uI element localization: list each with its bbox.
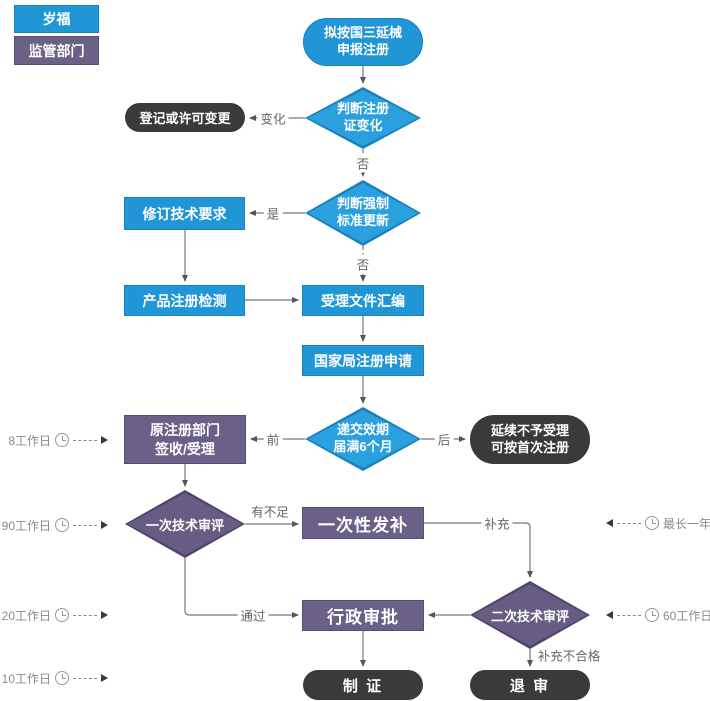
edge-label-supplement: 补充 bbox=[481, 513, 513, 533]
arrow-right-icon bbox=[101, 611, 108, 619]
clock-icon bbox=[55, 518, 69, 532]
clock-icon bbox=[645, 608, 659, 622]
arrow-left-icon bbox=[606, 519, 613, 527]
legend-applicant: 岁福 bbox=[14, 5, 99, 33]
node-product-test: 产品注册检测 bbox=[124, 285, 245, 316]
time-annotation-max-one-year: 最长一年 bbox=[606, 514, 710, 532]
clock-icon bbox=[55, 608, 69, 622]
time-label-60days: 60工作日 bbox=[663, 608, 710, 623]
dashed-line bbox=[73, 439, 97, 441]
arrow-right-icon bbox=[101, 436, 108, 444]
node-approval: 行政审批 bbox=[302, 600, 424, 631]
node-reject: 延续不予受理 可按首次注册 bbox=[470, 415, 590, 464]
node-certify: 制 证 bbox=[303, 670, 423, 700]
edge-label-before: 前 bbox=[263, 429, 283, 449]
node-check-cert-change-label: 判断注册 证变化 bbox=[336, 101, 389, 133]
node-retreat: 退 审 bbox=[470, 670, 590, 700]
node-review1-label: 一次技术审评 bbox=[145, 517, 224, 533]
dashed-line bbox=[617, 614, 641, 616]
node-deadline-check-label: 递交效期 届满6个月 bbox=[333, 422, 393, 454]
time-label-8days: 8工作日 bbox=[8, 433, 51, 448]
arrow-right-icon bbox=[101, 674, 108, 682]
time-label-20days: 20工作日 bbox=[1, 608, 51, 623]
node-accept: 原注册部门 签收/受理 bbox=[124, 415, 246, 464]
node-nmpa-apply: 国家局注册申请 bbox=[302, 345, 424, 376]
node-dossier: 受理文件汇编 bbox=[302, 285, 424, 316]
legend-regulator: 监管部门 bbox=[14, 36, 99, 65]
node-review2-label: 二次技术审评 bbox=[490, 608, 569, 624]
legend-applicant-label: 岁福 bbox=[42, 11, 71, 27]
edge-label-changed: 变化 bbox=[257, 108, 289, 128]
node-revise-tech: 修订技术要求 bbox=[124, 197, 245, 230]
clock-icon bbox=[55, 671, 69, 685]
edge-label-pass: 通过 bbox=[237, 605, 269, 625]
edge-supplement-to-review2 bbox=[424, 522, 533, 578]
node-check-cert-change: 判断注册 证变化 bbox=[305, 87, 421, 149]
node-check-standard-update-label: 判断强制 标准更新 bbox=[336, 196, 389, 228]
dashed-line bbox=[73, 524, 97, 526]
node-deadline-check: 递交效期 届满6个月 bbox=[305, 407, 421, 471]
edge-label-after: 后 bbox=[434, 429, 454, 449]
node-supplement: 一次性发补 bbox=[302, 507, 424, 539]
time-label-10days: 10工作日 bbox=[1, 671, 51, 686]
node-check-standard-update: 判断强制 标准更新 bbox=[305, 180, 421, 246]
arrow-right-icon bbox=[101, 521, 108, 529]
time-annotation-10days: 10工作日 bbox=[0, 669, 108, 687]
time-annotation-20days: 20工作日 bbox=[0, 606, 108, 624]
clock-icon bbox=[645, 516, 659, 530]
time-label-max-one-year: 最长一年 bbox=[663, 516, 710, 531]
time-annotation-60days: 60工作日 bbox=[606, 606, 710, 624]
node-start: 拟按国三延械 申报注册 bbox=[303, 18, 423, 66]
edge-label-no-2: 否 bbox=[353, 254, 373, 274]
edge-label-fail: 补充不合格 bbox=[537, 649, 601, 664]
time-annotation-90days: 90工作日 bbox=[0, 516, 108, 534]
edge-label-yes: 是 bbox=[263, 203, 283, 223]
node-review2: 二次技术审评 bbox=[470, 581, 590, 649]
node-reg-or-license-change: 登记或许可变更 bbox=[125, 103, 245, 132]
dashed-line bbox=[73, 677, 97, 679]
legend-regulator-label: 监管部门 bbox=[28, 42, 85, 59]
time-annotation-8days: 8工作日 bbox=[0, 431, 108, 449]
arrow-left-icon bbox=[606, 611, 613, 619]
node-review1: 一次技术审评 bbox=[125, 490, 245, 558]
dashed-line bbox=[73, 614, 97, 616]
edge-label-no-1: 否 bbox=[353, 153, 373, 173]
dashed-line bbox=[617, 522, 641, 524]
time-label-90days: 90工作日 bbox=[1, 518, 51, 533]
edge-label-insufficient: 有不足 bbox=[251, 505, 289, 520]
clock-icon bbox=[55, 433, 69, 447]
